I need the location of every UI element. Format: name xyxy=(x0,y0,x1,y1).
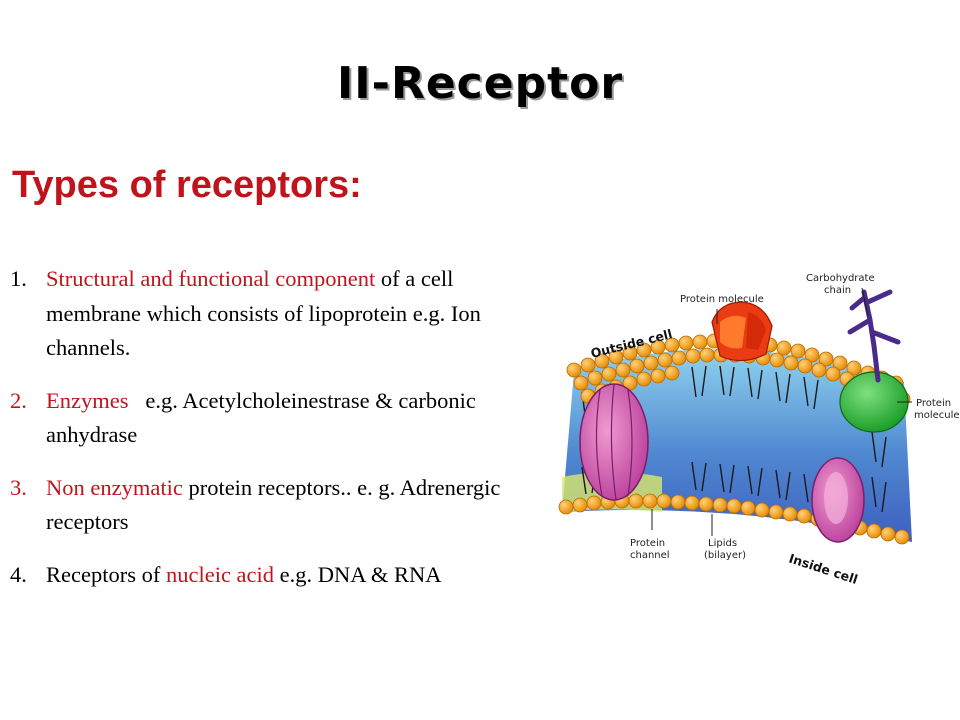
list-item: 2. Enzymes e.g. Acetylcholeinestrase & c… xyxy=(10,384,530,453)
highlight-text: Enzymes xyxy=(46,387,129,413)
body-text: of a cell membrane which consists of lip… xyxy=(46,266,481,360)
receptor-types-list: 1. Structural and functional component o… xyxy=(10,262,530,610)
label-carbohydrate-line2: chain xyxy=(824,285,851,296)
label-protein-channel-line1: Protein xyxy=(630,538,665,549)
label-protein-molecule-top: Protein molecule xyxy=(680,294,764,305)
label-lipids-line2: (bilayer) xyxy=(704,550,746,561)
highlight-text: nucleic acid xyxy=(165,561,275,587)
body-text: e.g. DNA & RNA xyxy=(274,561,442,587)
leader-lines xyxy=(651,287,912,536)
carbohydrate-chain-shape xyxy=(847,289,901,383)
slide-title: II-Receptor xyxy=(336,58,624,109)
list-item: 3. Non enzymatic protein receptors.. e. … xyxy=(10,471,530,540)
lipid-heads-top xyxy=(566,333,911,407)
label-carbohydrate-line1: Carbohydrate xyxy=(806,273,875,284)
label-protein-right-line2: molecule xyxy=(914,410,960,421)
body-text: e.g. Acetylcholeinestrase & carbonic anh… xyxy=(46,387,482,448)
list-item: 1. Structural and functional component o… xyxy=(10,262,530,366)
highlight-text: Non enzymatic xyxy=(46,474,183,500)
highlight-text: Structural and functional component xyxy=(46,266,376,291)
list-number: 2. xyxy=(10,387,27,413)
list-item: 4. Receptors of nucleic acid e.g. DNA & … xyxy=(10,558,530,593)
protein-right-shape xyxy=(811,457,865,543)
label-protein-right-line1: Protein xyxy=(916,398,951,409)
body-text: Receptors of xyxy=(46,561,166,587)
list-number: 3. xyxy=(10,474,27,500)
list-number: 1. xyxy=(10,266,27,291)
label-inside-cell: Inside cell xyxy=(787,551,860,587)
list-number: 4. xyxy=(10,561,27,587)
protein-channel-shape xyxy=(579,383,649,501)
label-protein-channel-line2: channel xyxy=(630,550,670,561)
section-subtitle: Types of receptors: xyxy=(12,164,362,206)
label-lipids-line1: Lipids xyxy=(708,538,737,549)
cell-membrane-diagram: Carbohydrate chain Protein molecule Outs… xyxy=(552,262,960,602)
protein-molecule-red xyxy=(711,301,773,362)
body-text: protein receptors.. e. g. Adrenergic rec… xyxy=(46,474,501,535)
